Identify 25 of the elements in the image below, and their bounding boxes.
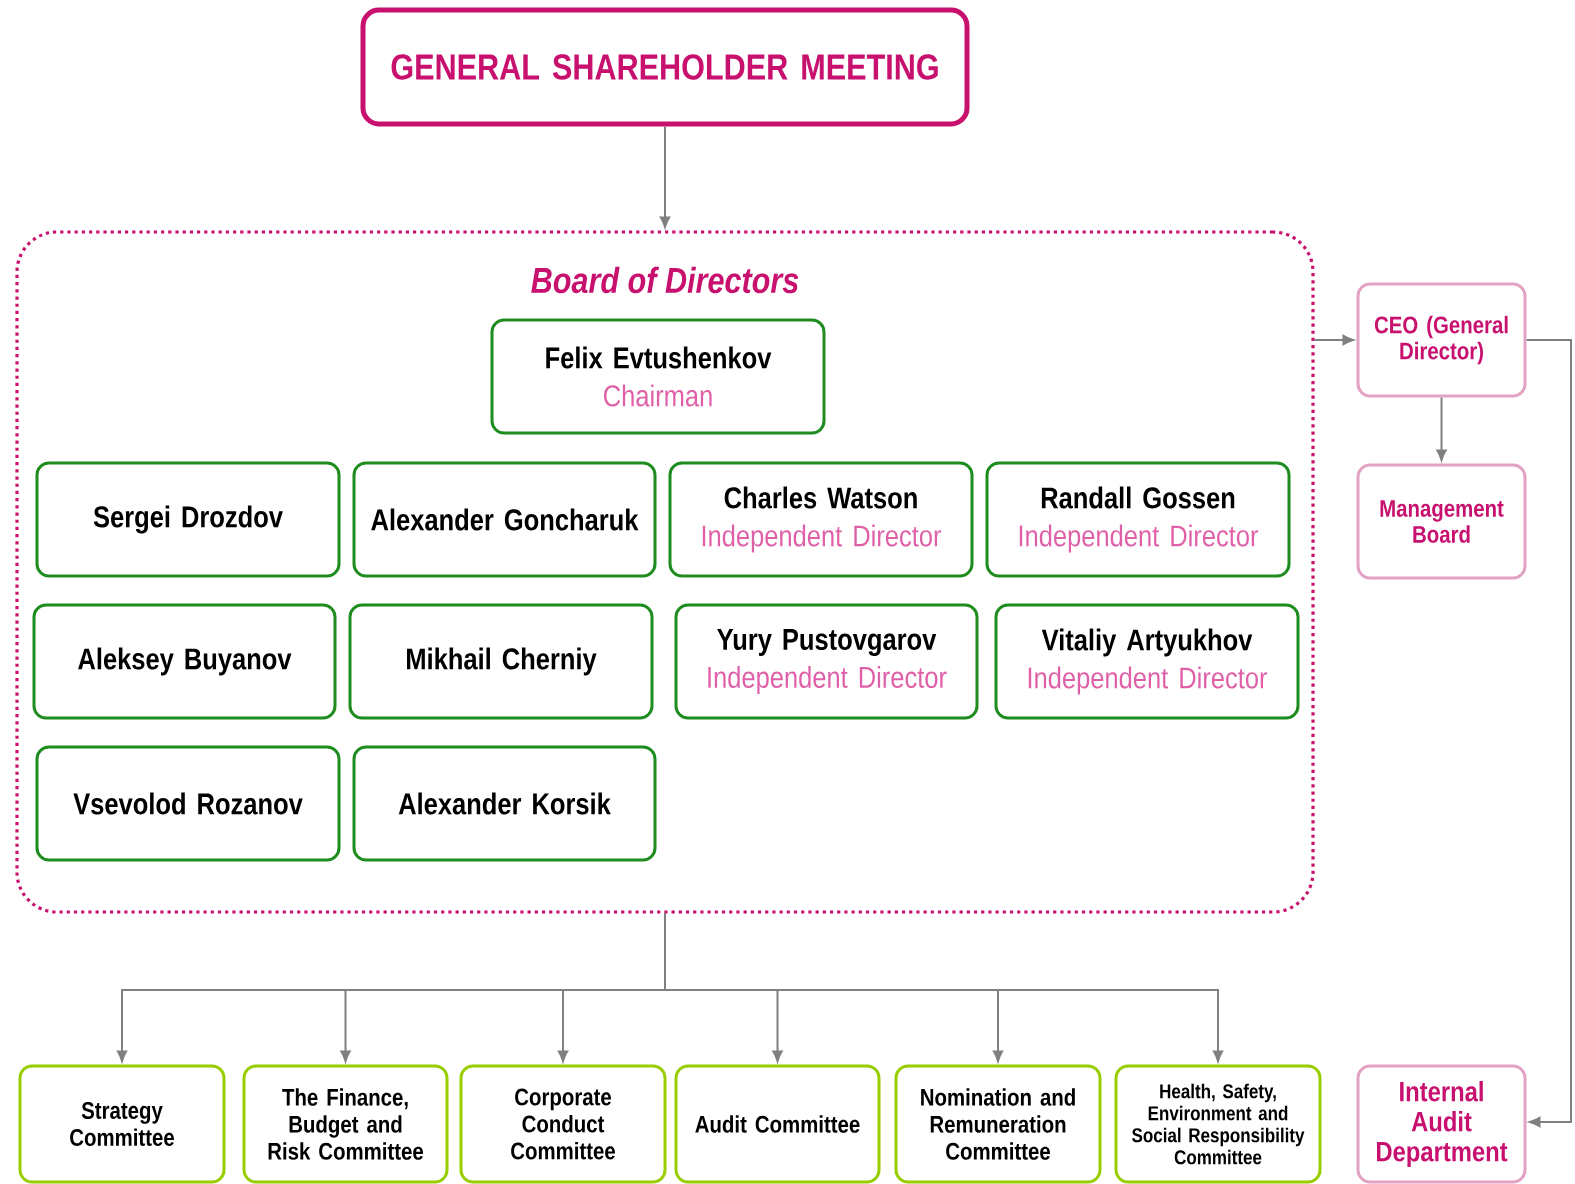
management-box: Internal Audit Department xyxy=(1356,1064,1527,1184)
director-box: Alexander Goncharuk xyxy=(352,461,657,578)
arrow xyxy=(659,125,671,228)
arrow xyxy=(1525,339,1572,1128)
committee-box: Corporate Conduct Committee xyxy=(459,1064,667,1184)
management-box: Management Board xyxy=(1356,463,1527,580)
gsm-box: GENERAL SHAREHOLDER MEETING xyxy=(360,7,970,127)
director-box: Charles Watson Independent Director xyxy=(668,461,974,578)
director-box: Vitaliy Artyukhov Independent Director xyxy=(994,603,1300,720)
management-box: CEO (General Director) xyxy=(1356,282,1527,398)
director-box: Yury Pustovgarov Independent Director xyxy=(674,603,979,720)
committee-box: Nomination and Remuneration Committee xyxy=(894,1064,1102,1184)
director-box: Mikhail Cherniy xyxy=(348,603,654,720)
committee-box: Audit Committee xyxy=(674,1064,881,1184)
committee-box: Strategy Committee xyxy=(18,1064,226,1184)
director-box: Aleksey Buyanov xyxy=(32,603,337,720)
director-box: Randall Gossen Independent Director xyxy=(985,461,1291,578)
director-box: Vsevolod Rozanov xyxy=(35,745,341,862)
committee-box: Health, Safety, Environment and Social Responsibility Committee xyxy=(1114,1064,1322,1184)
committee-box: The Finance, Budget and Risk Committee xyxy=(242,1064,449,1184)
arrow xyxy=(664,912,1224,1062)
director-box: Sergei Drozdov xyxy=(35,461,341,578)
arrow xyxy=(1313,334,1354,346)
director-box: Alexander Korsik xyxy=(352,745,657,862)
director-box: Felix Evtushenkov Chairman xyxy=(490,318,826,435)
